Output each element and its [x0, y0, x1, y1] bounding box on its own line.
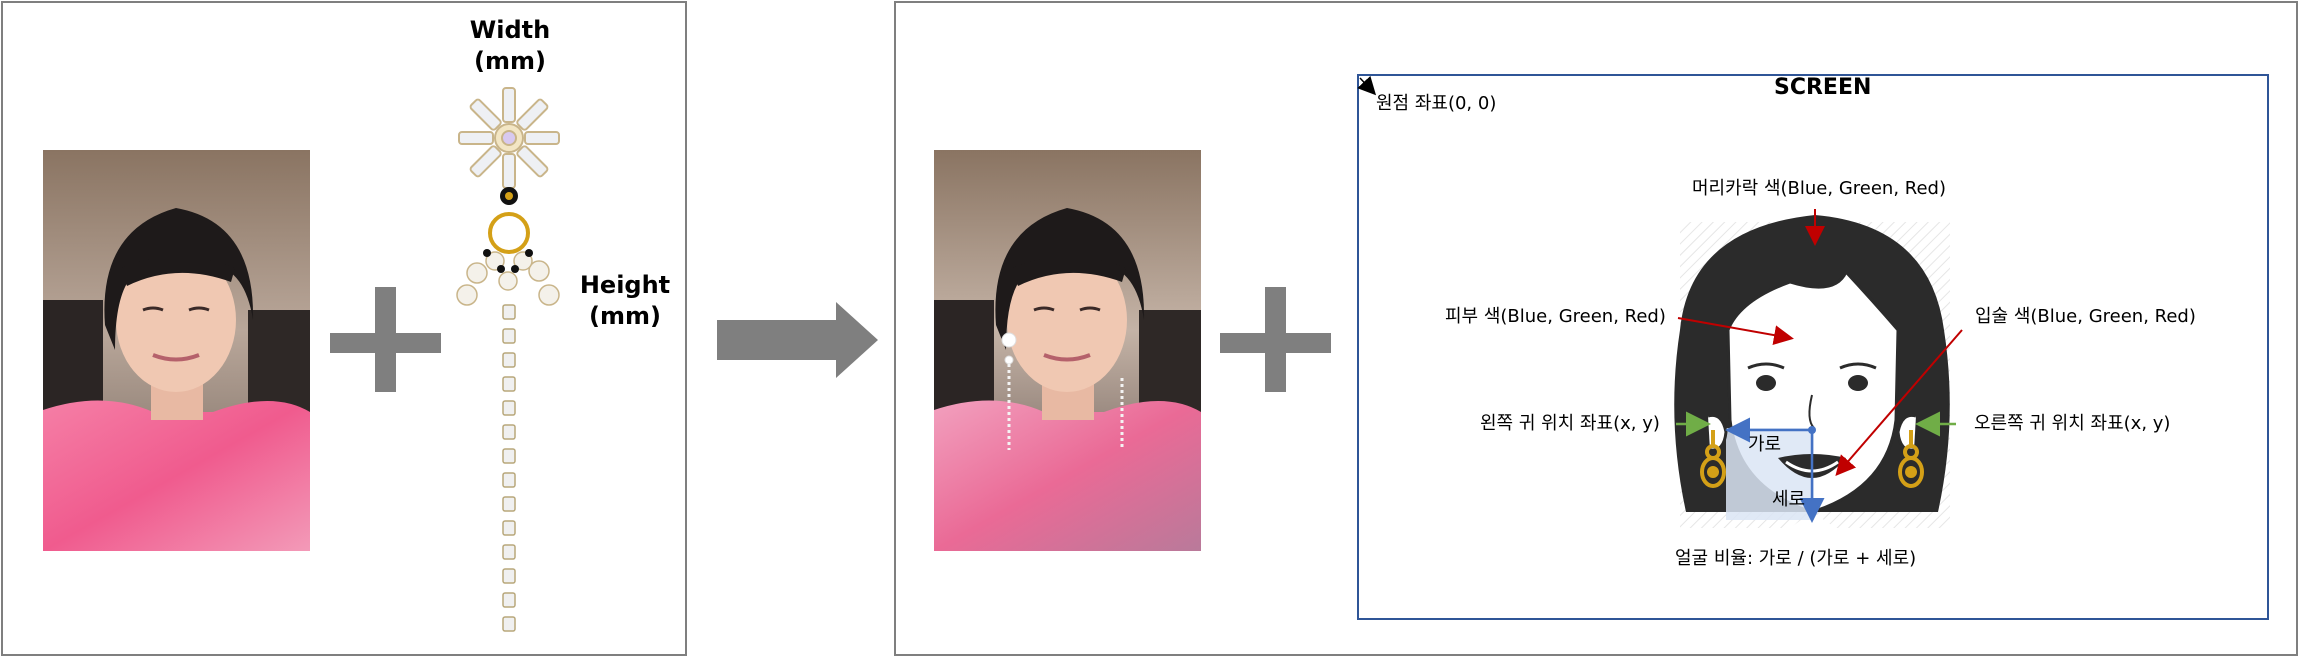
screen-title: SCREEN: [1774, 75, 1872, 100]
height-label: Height (mm): [570, 270, 680, 332]
lip-color-label: 입술 색(Blue, Green, Red): [1975, 306, 2196, 327]
vertical-label: 세로: [1772, 489, 1806, 510]
height-label-line1: Height: [579, 271, 671, 299]
skin-color-label: 피부 색(Blue, Green, Red): [1445, 306, 1666, 327]
portrait-photo: [43, 150, 310, 551]
width-label-line1: Width: [469, 16, 551, 44]
plus-icon-right-vertical: [1265, 287, 1286, 392]
right-ear-position-label: 오른쪽 귀 위치 좌표(x, y): [1974, 413, 2171, 434]
horizontal-label: 가로: [1748, 434, 1782, 455]
face-ratio-label: 얼굴 비율: 가로 / (가로 + 세로): [1675, 548, 1917, 569]
height-label-line2: (mm): [589, 302, 661, 330]
width-label: Width (mm): [445, 15, 575, 77]
portrait-with-earrings-photo: [934, 150, 1201, 551]
drop-earring-photo: [445, 83, 575, 638]
origin-label: 원점 좌표(0, 0): [1376, 93, 1497, 114]
screen-frame: [1357, 74, 2269, 620]
left-ear-position-label: 왼쪽 귀 위치 좌표(x, y): [1480, 413, 1660, 434]
width-label-line2: (mm): [474, 47, 546, 75]
hair-color-label: 머리카락 색(Blue, Green, Red): [1692, 178, 1946, 199]
plus-icon-vertical: [375, 287, 396, 392]
